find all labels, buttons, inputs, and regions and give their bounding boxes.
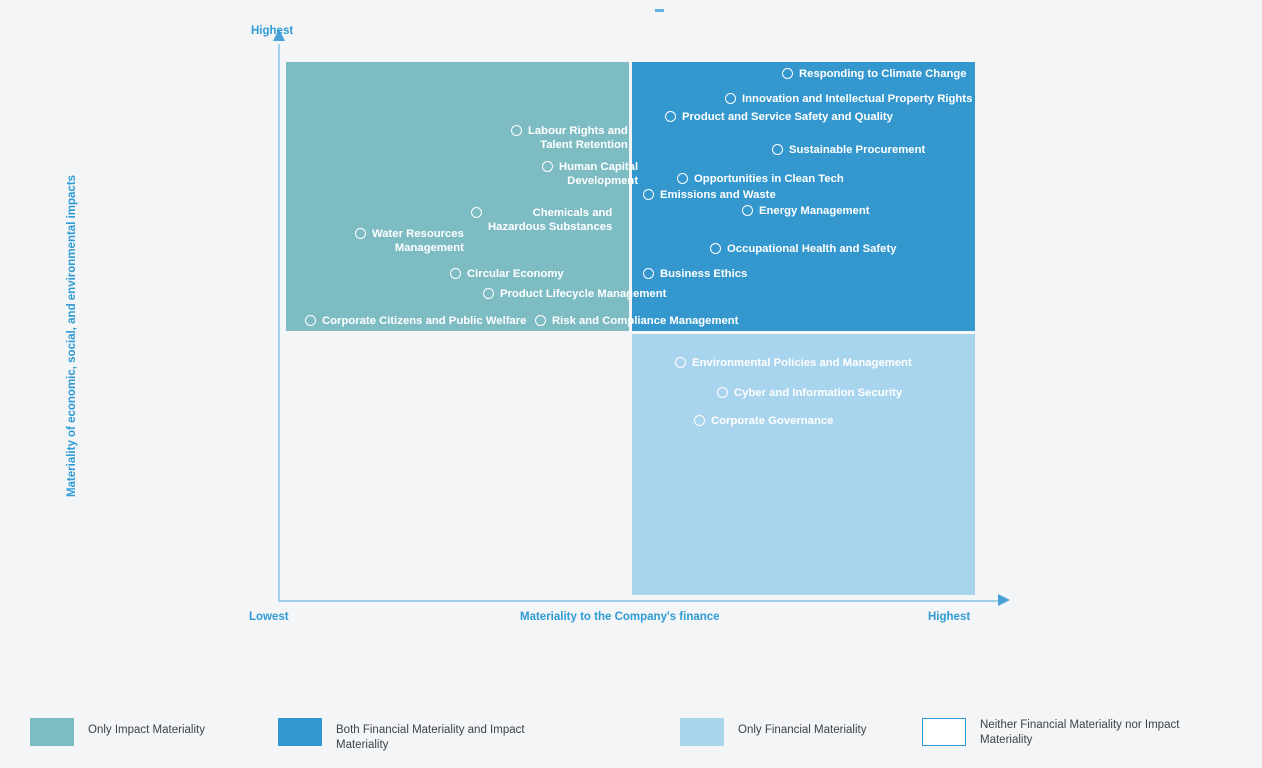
topic-marker[interactable]: Risk and Compliance Management [535, 314, 738, 328]
topic-label: Sustainable Procurement [789, 144, 926, 156]
topic-bullet-icon [725, 93, 736, 104]
topic-label: Opportunities in Clean Tech [694, 173, 844, 185]
topic-bullet-icon [535, 315, 546, 326]
topic-label: Business Ethics [660, 268, 748, 280]
topic-marker[interactable]: Labour Rights and Talent Retention [511, 124, 628, 152]
y-axis-arrow-icon [273, 29, 285, 41]
topic-bullet-icon [742, 205, 753, 216]
topic-label: Labour Rights and Talent Retention [528, 125, 628, 151]
topic-marker[interactable]: Energy Management [742, 204, 870, 218]
topic-marker[interactable]: Corporate Governance [694, 414, 833, 428]
topic-label: Corporate Governance [711, 415, 834, 427]
topic-bullet-icon [305, 315, 316, 326]
legend-swatch-financial-only [680, 718, 724, 746]
topic-label: Responding to Climate Change [799, 68, 967, 80]
legend-item[interactable]: Only Impact Materiality [30, 718, 205, 746]
topic-bullet-icon [471, 207, 482, 218]
x-axis-arrow-icon [998, 594, 1010, 606]
materiality-matrix-chart: Highest Materiality of economic, social,… [66, 9, 1010, 623]
topic-marker[interactable]: Corporate Citizens and Public Welfare [305, 314, 526, 328]
topic-label: Innovation and Intellectual Property Rig… [742, 93, 973, 105]
topic-marker[interactable]: Circular Economy [450, 267, 564, 281]
topic-layer-both: Responding to Climate Change Innovation … [632, 62, 975, 331]
quadrant-only-impact-materiality [286, 62, 629, 331]
topic-label: Circular Economy [467, 268, 564, 280]
topic-marker[interactable]: Product Lifecycle Management [483, 287, 666, 301]
topic-bullet-icon [675, 357, 686, 368]
topic-marker[interactable]: Environmental Policies and Management [675, 356, 912, 370]
x-axis-line [278, 600, 1004, 602]
legend-item[interactable]: Both Financial Materiality and Impact Ma… [278, 718, 566, 753]
legend-swatch-impact-only [30, 718, 74, 746]
topic-marker[interactable]: Business Ethics [643, 267, 747, 281]
quadrant-only-financial-materiality [632, 334, 975, 595]
legend-label: Both Financial Materiality and Impact Ma… [336, 724, 525, 751]
topic-bullet-icon [643, 189, 654, 200]
topic-bullet-icon [717, 387, 728, 398]
topic-bullet-icon [665, 111, 676, 122]
topic-bullet-icon [643, 268, 654, 279]
topic-marker[interactable]: Innovation and Intellectual Property Rig… [725, 92, 972, 106]
topic-label: Corporate Citizens and Public Welfare [322, 315, 527, 327]
topic-marker[interactable]: Chemicals and Hazardous Substances [471, 206, 612, 234]
top-marker [655, 9, 664, 12]
topic-label: Chemicals and Hazardous Substances [488, 207, 613, 233]
x-axis-lowest-label: Lowest [249, 611, 289, 623]
legend-label: Only Impact Materiality [88, 724, 205, 736]
y-axis-highest-label: Highest [251, 25, 294, 37]
y-axis-line [278, 44, 280, 602]
legend-item[interactable]: Only Financial Materiality [680, 718, 866, 746]
topic-bullet-icon [710, 243, 721, 254]
topic-bullet-icon [355, 228, 366, 239]
legend-swatch-neither [922, 718, 966, 746]
topic-bullet-icon [694, 415, 705, 426]
topic-bullet-icon [450, 268, 461, 279]
topic-layer-financial: Environmental Policies and Management Cy… [632, 334, 975, 595]
topic-label: Risk and Compliance Management [552, 315, 739, 327]
topic-marker[interactable]: Product and Service Safety and Quality [665, 110, 893, 124]
topic-layer-impact: Labour Rights and Talent Retention Human… [305, 124, 738, 328]
x-axis-highest-label: Highest [928, 611, 971, 623]
topic-label: Emissions and Waste [660, 189, 776, 201]
topic-label: Water Resources Management [372, 228, 464, 254]
topic-marker[interactable]: Emissions and Waste [643, 188, 776, 202]
legend-label: Only Financial Materiality [738, 724, 867, 736]
topic-bullet-icon [542, 161, 553, 172]
topic-marker[interactable]: Sustainable Procurement [772, 143, 925, 157]
legend-swatch-both [278, 718, 322, 746]
topic-marker[interactable]: Responding to Climate Change [782, 67, 967, 81]
topic-label: Environmental Policies and Management [692, 357, 912, 369]
topic-label: Cyber and Information Security [734, 387, 903, 399]
topic-marker[interactable]: Human Capital Development [542, 160, 638, 188]
topic-marker[interactable]: Occupational Health and Safety [710, 242, 897, 256]
topic-label: Product and Service Safety and Quality [682, 111, 893, 123]
topic-label: Occupational Health and Safety [727, 243, 897, 255]
topic-bullet-icon [677, 173, 688, 184]
topic-bullet-icon [511, 125, 522, 136]
topic-marker[interactable]: Opportunities in Clean Tech [677, 172, 844, 186]
legend-label: Neither Financial Materiality nor Impact… [980, 719, 1180, 746]
topic-label: Energy Management [759, 205, 870, 217]
topic-label: Product Lifecycle Management [500, 288, 667, 300]
topic-marker[interactable]: Cyber and Information Security [717, 386, 902, 400]
topic-bullet-icon [782, 68, 793, 79]
quadrant-both-financial-and-impact-materiality [632, 62, 975, 331]
topic-bullet-icon [772, 144, 783, 155]
topic-bullet-icon [483, 288, 494, 299]
legend-item[interactable]: Neither Financial Materiality nor Impact… [922, 718, 1179, 748]
topic-label: Human Capital Development [559, 161, 639, 187]
chart-legend: Only Impact Materiality Both Financial M… [0, 700, 1262, 768]
x-axis-title: Materiality to the Company's finance [520, 611, 720, 623]
topic-marker[interactable]: Water Resources Management [355, 227, 464, 255]
